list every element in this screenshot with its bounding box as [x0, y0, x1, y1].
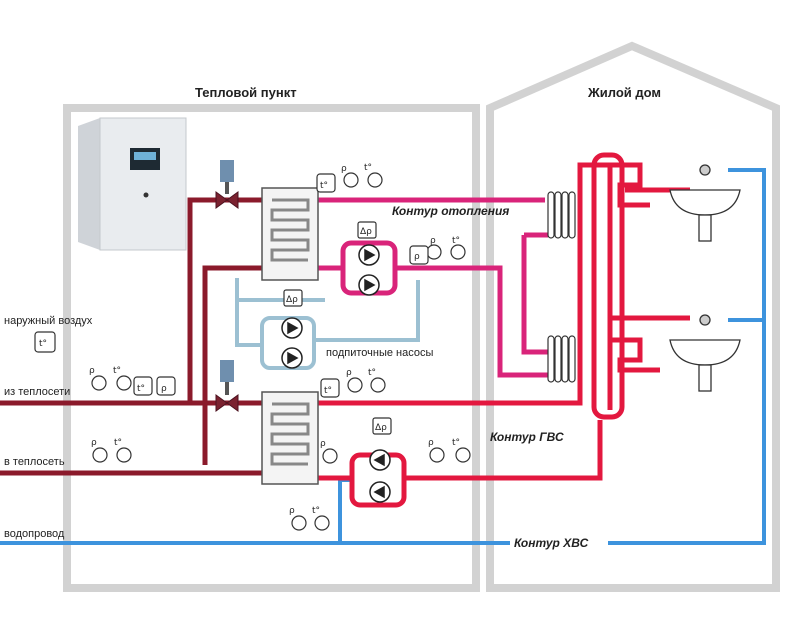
- radiator-lower: [547, 335, 576, 383]
- pumps-heating: [358, 244, 380, 296]
- heating-contour-label: Контур отопления: [392, 204, 509, 218]
- gauges: [91, 172, 471, 531]
- control-valve-heating: [215, 160, 239, 209]
- cold-water-contour-label: Контур ХВС: [514, 536, 589, 550]
- heat-exchanger-heating: [261, 187, 319, 281]
- gauge-label-t-8: t°: [312, 506, 320, 516]
- radiator-upper: [547, 191, 576, 239]
- pressure-sensor-heating: ρ: [414, 252, 420, 262]
- outdoor-temp-sensor: t°: [39, 339, 47, 349]
- house-building: [486, 41, 780, 592]
- gauge-label-p-3: ρ: [89, 366, 95, 376]
- pressure-sensor-network: ρ: [161, 384, 167, 394]
- sink-upper: [669, 164, 741, 242]
- hot-water-contour-label: Контур ГВС: [490, 430, 564, 444]
- gauge-label-p-2: ρ: [430, 236, 436, 246]
- pumps-makeup: [281, 317, 303, 369]
- gauge-label-t-5: t°: [114, 438, 122, 448]
- gauge-label-p-5: ρ: [91, 438, 97, 448]
- temp-sensor-heating: t°: [320, 181, 328, 191]
- gauge-label-t-7: t°: [452, 438, 460, 448]
- gauge-label-t-2: t°: [452, 236, 460, 246]
- house-title: Жилой дом: [587, 85, 661, 100]
- sink-lower: [669, 314, 741, 392]
- from-network-label: из теплосети: [4, 386, 70, 398]
- gauge-label-p-7: ρ: [428, 438, 434, 448]
- gauge-label-p-1: ρ: [341, 164, 347, 174]
- gauge-label-p-4: ρ: [346, 368, 352, 378]
- makeup-pumps-label: подпиточные насосы: [326, 347, 433, 359]
- hot-water-lines: [318, 162, 690, 508]
- hot-water-riser: [591, 152, 625, 420]
- water-supply-label: водопровод: [4, 528, 65, 540]
- controller-cabinet: [78, 117, 187, 251]
- pumps-hot-water: [369, 449, 391, 503]
- gauge-label-t-3: t°: [113, 366, 121, 376]
- sensor-boxes: [34, 173, 429, 435]
- temp-sensor-network: t°: [137, 384, 145, 394]
- gauge-label-t-1: t°: [364, 163, 372, 173]
- gauge-label-p-6: ρ: [320, 439, 326, 449]
- heat-point-title: Тепловой пункт: [195, 85, 297, 100]
- outdoor-air-label: наружный воздух: [4, 315, 93, 327]
- dp-sensor-hot-water: Δρ: [375, 423, 387, 433]
- control-valve-hot-water: [215, 360, 239, 412]
- heat-exchanger-hot-water: [261, 391, 319, 485]
- temp-sensor-hot-water: t°: [324, 386, 332, 396]
- heat-point-building: [63, 104, 480, 592]
- dp-sensor-heating: Δρ: [360, 227, 372, 237]
- dp-sensor-makeup: Δρ: [286, 295, 298, 305]
- gauge-label-t-4: t°: [368, 368, 376, 378]
- to-network-label: в теплосеть: [4, 456, 65, 468]
- gauge-label-p-8: ρ: [289, 506, 295, 516]
